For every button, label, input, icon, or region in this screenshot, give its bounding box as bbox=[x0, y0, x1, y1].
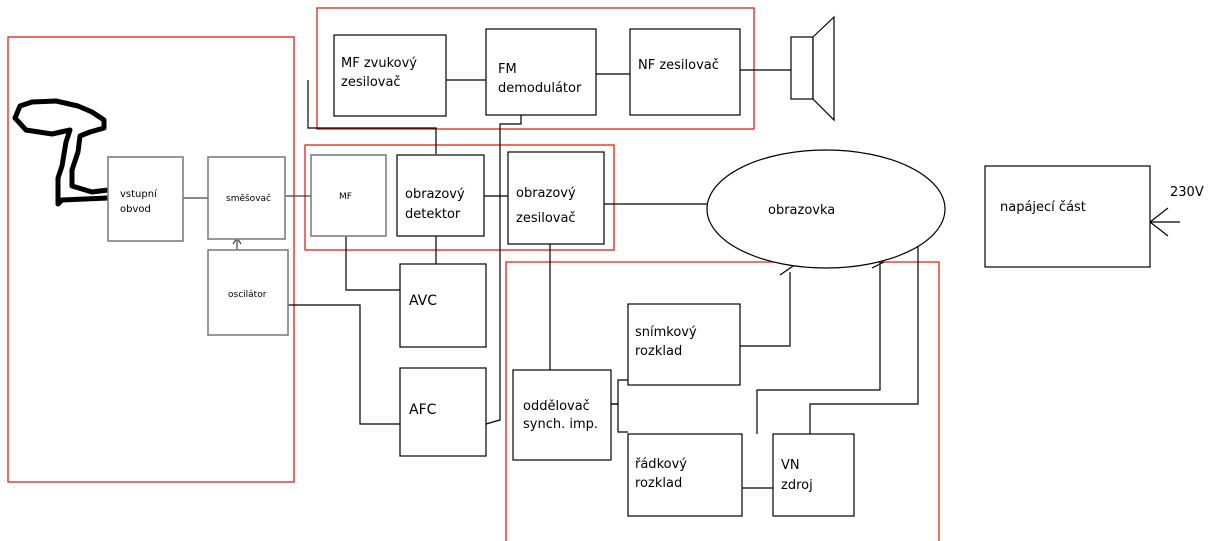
block-radkovy-rozklad bbox=[628, 434, 742, 516]
block-vn-zdroj bbox=[773, 434, 854, 516]
label-avc: AVC bbox=[409, 293, 437, 309]
label-napajeci-cast: napájecí část bbox=[1000, 200, 1086, 215]
wire-frame-crt bbox=[740, 272, 790, 346]
wire-mf-avc bbox=[346, 236, 400, 290]
label-afc: AFC bbox=[409, 402, 437, 418]
speaker-icon bbox=[791, 17, 834, 120]
antenna-icon bbox=[15, 101, 108, 204]
label-mf: MF bbox=[339, 192, 352, 202]
label-230v: 230V bbox=[1170, 185, 1204, 200]
label-nf-zesilovac: NF zesilovač bbox=[638, 58, 719, 73]
wire-vn-crt bbox=[810, 240, 918, 434]
wire-osc-afc bbox=[288, 305, 400, 424]
wire-sync-frame bbox=[611, 380, 628, 404]
block-oddelovac bbox=[513, 370, 611, 460]
block-napajeci-cast bbox=[985, 166, 1150, 267]
wire-line-crt bbox=[757, 262, 880, 434]
label-smesovac: směšovač bbox=[226, 193, 271, 204]
label-obrazovka: obrazovka bbox=[768, 203, 835, 218]
wire-sync-line bbox=[611, 404, 628, 432]
label-oscilator: oscilátor bbox=[228, 290, 267, 300]
